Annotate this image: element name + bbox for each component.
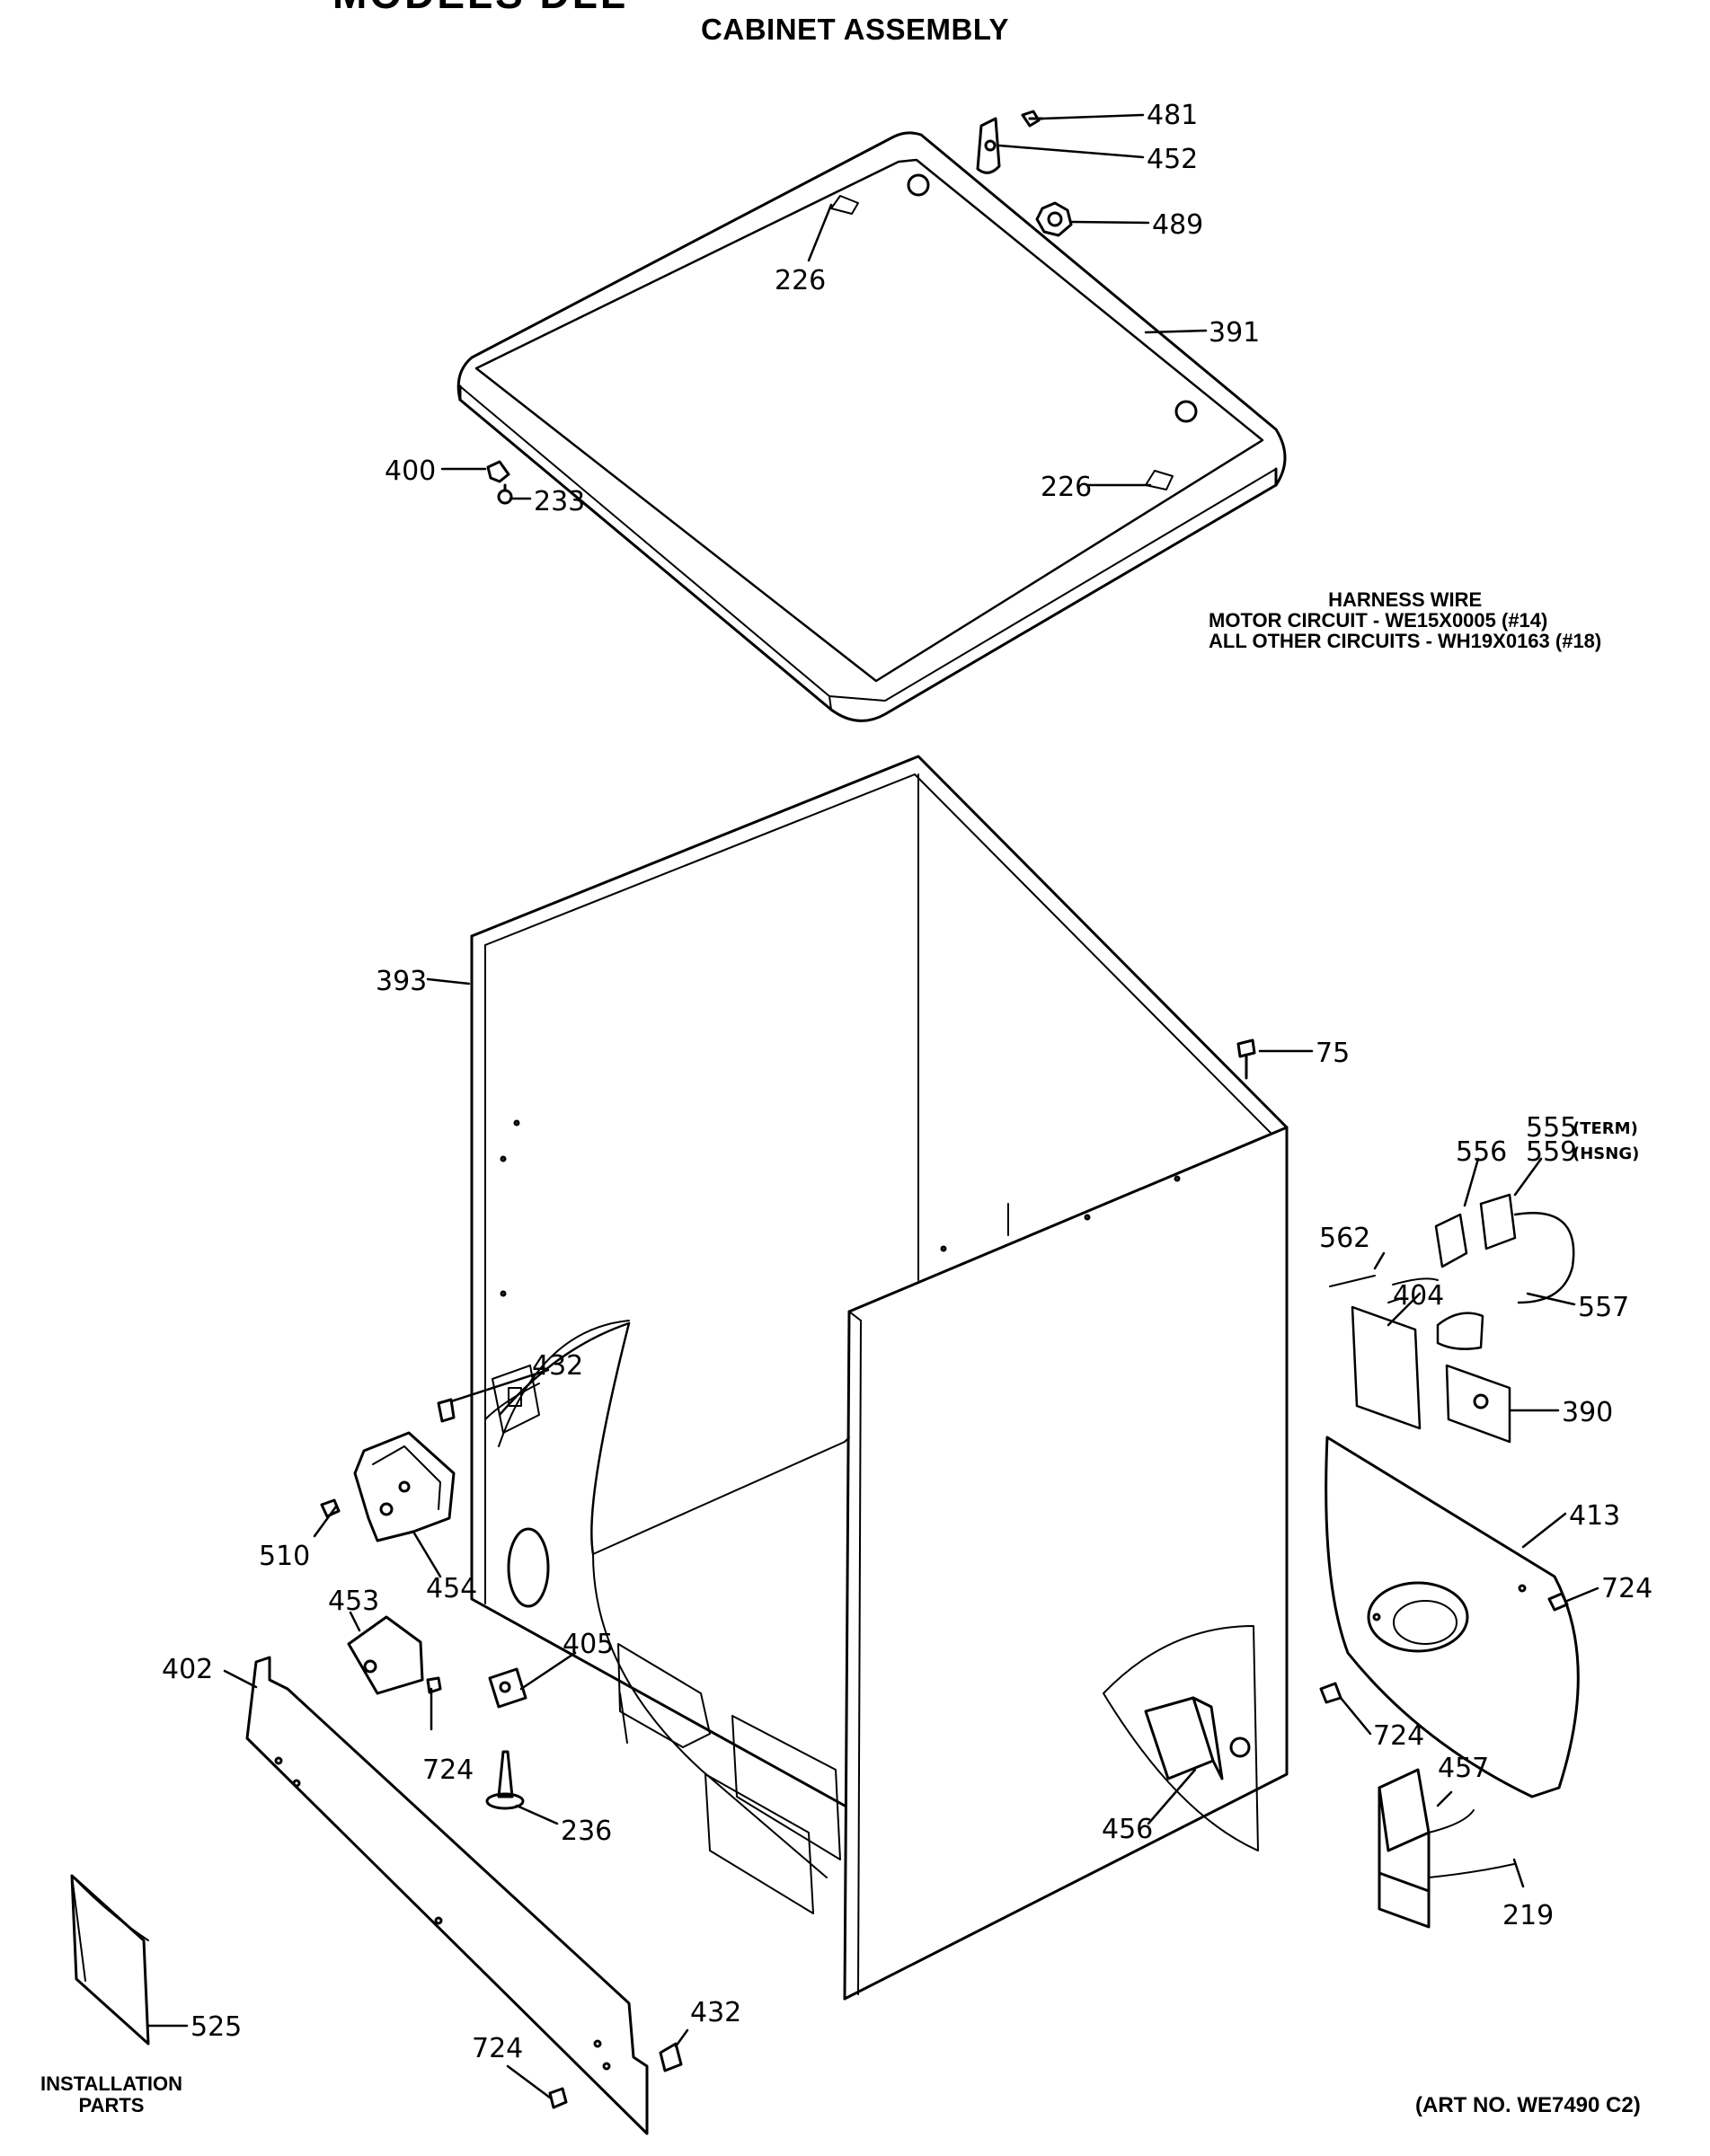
callout-559: 559 — [1526, 1136, 1577, 1168]
callout-391: 391 — [1209, 317, 1260, 349]
callout-724-right-upper: 724 — [1601, 1573, 1652, 1604]
bumper-400 — [486, 460, 510, 483]
section-title: CABINET ASSEMBLY — [701, 13, 1009, 46]
top-cover-391 — [456, 131, 1287, 722]
nut-489 — [1035, 201, 1073, 237]
installation-parts-label: INSTALLATION PARTS — [40, 2072, 183, 2116]
callout-404: 404 — [1393, 1280, 1444, 1312]
toe-kick-402 — [245, 1656, 649, 2135]
callout-233: 233 — [534, 486, 585, 517]
leader-lines — [146, 113, 1599, 2099]
callout-226-lower: 226 — [1041, 472, 1092, 503]
callout-236: 236 — [561, 1816, 612, 1847]
screw-481 — [1021, 110, 1044, 128]
hinge-454 — [353, 1431, 456, 1542]
clip-432-upper — [437, 1398, 456, 1423]
callout-724-right-lower: 724 — [1373, 1720, 1424, 1752]
callout-390: 390 — [1562, 1397, 1613, 1428]
callout-510: 510 — [259, 1541, 310, 1572]
callout-555: 555 — [1526, 1112, 1577, 1144]
clip-405 — [488, 1667, 527, 1709]
leveling-leg-236 — [485, 1750, 525, 1810]
screw-724-bottom — [548, 2087, 568, 2109]
screw-75 — [1236, 1038, 1256, 1080]
callout-457: 457 — [1438, 1753, 1489, 1784]
callout-labels: 481 452 489 226 391 400 233 226 393 75 5… — [162, 100, 1652, 2064]
callout-555-term: (TERM) — [1573, 1119, 1638, 1138]
callout-432-upper: 432 — [532, 1350, 583, 1382]
screw-510 — [320, 1498, 341, 1518]
screw-724-mid — [426, 1676, 442, 1694]
installation-envelope-525 — [70, 1874, 150, 2046]
callout-405: 405 — [563, 1629, 614, 1660]
callout-724-mid: 724 — [422, 1754, 474, 1786]
cabinet-393 — [470, 755, 1289, 2001]
callout-454: 454 — [426, 1573, 477, 1604]
harness-wire-other-circuits: ALL OTHER CIRCUITS - WH19X0163 (#18) — [1209, 630, 1602, 652]
callout-724-bottom: 724 — [472, 2033, 523, 2064]
clip-432-lower — [659, 2042, 683, 2072]
callout-562: 562 — [1319, 1223, 1370, 1254]
screw-233 — [497, 483, 513, 505]
callout-453: 453 — [328, 1586, 379, 1617]
harness-wire-note: HARNESS WIRE MOTOR CIRCUIT - WE15X0005 (… — [1209, 589, 1601, 651]
harness-wire-title: HARNESS WIRE — [1328, 588, 1483, 611]
callout-400: 400 — [385, 455, 436, 487]
bracket-453 — [347, 1615, 424, 1695]
art-number: (ART NO. WE7490 C2) — [1415, 2093, 1641, 2117]
callout-559-hsng: (HSNG) — [1573, 1144, 1639, 1163]
bracket-456 — [1144, 1696, 1224, 1780]
callout-452: 452 — [1147, 144, 1198, 175]
models-heading-partial: MODELS DLL — [332, 0, 628, 18]
callout-489: 489 — [1152, 209, 1203, 241]
callout-525: 525 — [190, 2011, 242, 2043]
callout-556: 556 — [1456, 1136, 1507, 1168]
back-panel-413 — [1325, 1436, 1580, 1798]
harness-wire-motor-circuit: MOTOR CIRCUIT - WE15X0005 (#14) — [1209, 609, 1548, 632]
callout-413: 413 — [1569, 1500, 1620, 1532]
callout-456: 456 — [1102, 1814, 1153, 1845]
component-457 — [1378, 1768, 1515, 1929]
callout-481: 481 — [1147, 100, 1198, 131]
callout-557: 557 — [1578, 1292, 1629, 1323]
hinge-452 — [976, 117, 1001, 174]
screw-724-right-lower — [1319, 1682, 1342, 1704]
screw-724-right-upper — [1547, 1592, 1569, 1612]
callout-402: 402 — [162, 1654, 213, 1685]
callout-226-upper: 226 — [775, 265, 826, 296]
callout-393: 393 — [376, 966, 427, 997]
callout-75: 75 — [1316, 1038, 1350, 1069]
callout-219: 219 — [1502, 1900, 1554, 1931]
callout-432-lower: 432 — [690, 1997, 741, 2028]
